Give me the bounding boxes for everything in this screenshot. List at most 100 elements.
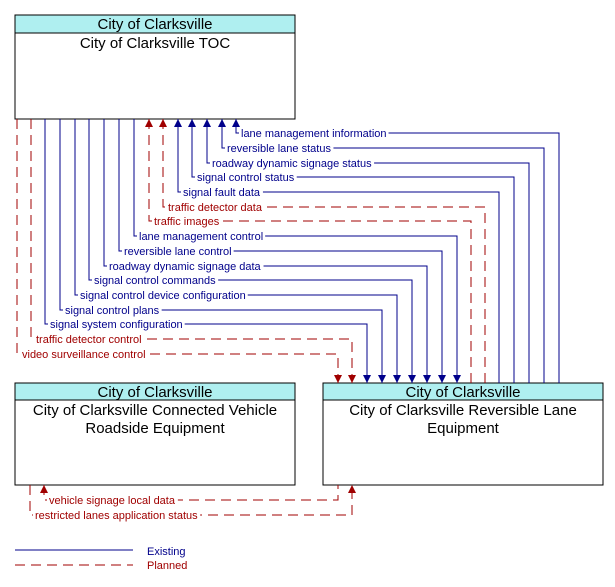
flow-label: signal control plans bbox=[65, 305, 160, 317]
flow-line bbox=[30, 119, 353, 383]
flow-line bbox=[59, 119, 383, 383]
flow-arrowhead bbox=[218, 119, 226, 127]
entity-cv: City of Clarksville City of Clarksville … bbox=[14, 382, 296, 486]
flow-arrowhead bbox=[348, 485, 356, 493]
flow-label-bg bbox=[239, 128, 389, 140]
flow-f10: roadway dynamic signage data bbox=[103, 119, 431, 383]
flow-f8: lane management control bbox=[133, 119, 461, 383]
flow-f2: reversible lane status bbox=[218, 119, 545, 383]
flow-arrowhead bbox=[453, 375, 461, 383]
flow-arrowhead bbox=[363, 375, 371, 383]
flow-label: reversible lane status bbox=[227, 143, 331, 155]
flow-label: signal control device configuration bbox=[80, 290, 246, 302]
flow-f1: lane management information bbox=[232, 119, 560, 383]
flow-label-bg bbox=[33, 510, 201, 522]
flow-line bbox=[118, 119, 443, 383]
flow-f6: traffic detector data bbox=[159, 119, 486, 383]
flow-f4: signal control status bbox=[188, 119, 515, 383]
flow-label: video surveillance control bbox=[22, 349, 146, 361]
flow-arrowhead bbox=[393, 375, 401, 383]
legend-existing-label: Existing bbox=[147, 546, 186, 558]
flow-arrowhead bbox=[438, 375, 446, 383]
flow-line bbox=[133, 119, 458, 383]
flow-f9: reversible lane control bbox=[118, 119, 446, 383]
flow-f13: signal control plans bbox=[59, 119, 386, 383]
flow-label: signal system configuration bbox=[50, 319, 183, 331]
flow-arrowhead bbox=[348, 375, 356, 383]
legend-planned-label: Planned bbox=[147, 560, 187, 572]
flow-arrowhead bbox=[145, 119, 153, 127]
flow-label: lane management control bbox=[139, 231, 263, 243]
flow-label-bg bbox=[166, 202, 265, 214]
flows-layer: lane management information reversible la… bbox=[16, 119, 560, 522]
flow-line bbox=[44, 119, 368, 383]
flow-arrowhead bbox=[423, 375, 431, 383]
flow-f15: traffic detector control bbox=[30, 119, 356, 383]
flow-line bbox=[191, 119, 515, 383]
flow-line bbox=[221, 119, 545, 383]
flow-f5: signal fault data bbox=[174, 119, 500, 383]
flow-f12: signal control device configuration bbox=[74, 119, 401, 383]
flow-arrowhead bbox=[174, 119, 182, 127]
flow-arrowhead bbox=[334, 375, 342, 383]
flow-label-bg bbox=[210, 158, 375, 170]
flow-arrowhead bbox=[203, 119, 211, 127]
flow-label: signal fault data bbox=[183, 187, 261, 199]
rl-owner: City of Clarksville bbox=[405, 384, 520, 401]
flow-label: restricted lanes application status bbox=[35, 510, 198, 522]
flow-label-bg bbox=[78, 290, 248, 302]
flow-arrowhead bbox=[232, 119, 240, 127]
flow-label-bg bbox=[195, 172, 297, 184]
flow-line bbox=[148, 119, 472, 383]
legend: Existing Planned bbox=[15, 546, 187, 572]
flow-arrowhead bbox=[159, 119, 167, 127]
flow-label-bg bbox=[48, 319, 185, 331]
flow-f14: signal system configuration bbox=[44, 119, 371, 383]
flow-f3: roadway dynamic signage status bbox=[203, 119, 530, 383]
flow-label: reversible lane control bbox=[124, 246, 232, 258]
flow-label-bg bbox=[34, 334, 144, 346]
flow-label: roadway dynamic signage status bbox=[212, 158, 372, 170]
flow-arrowhead bbox=[188, 119, 196, 127]
flow-label-bg bbox=[63, 305, 162, 317]
flow-label-bg bbox=[47, 495, 178, 507]
flow-label-bg bbox=[181, 187, 263, 199]
flow-label-bg bbox=[225, 143, 334, 155]
flow-f11: signal control commands bbox=[88, 119, 416, 383]
rl-name-line2: Equipment bbox=[427, 420, 500, 437]
flow-label-bg bbox=[152, 216, 222, 228]
entity-toc: City of Clarksville City of Clarksville … bbox=[14, 14, 296, 120]
flow-label-bg bbox=[20, 349, 148, 361]
rl-name-line1: City of Clarksville Reversible Lane bbox=[349, 402, 577, 419]
flow-line bbox=[16, 119, 339, 383]
toc-name: City of Clarksville TOC bbox=[80, 35, 230, 52]
flow-label: vehicle signage local data bbox=[49, 495, 176, 507]
flow-label-bg bbox=[92, 275, 219, 287]
flow-label: traffic images bbox=[154, 216, 220, 228]
flow-label: lane management information bbox=[241, 128, 387, 140]
flow-line bbox=[103, 119, 428, 383]
flow-line bbox=[177, 119, 500, 383]
entity-rl: City of Clarksville City of Clarksville … bbox=[322, 382, 604, 486]
flow-label: signal control status bbox=[197, 172, 295, 184]
flow-f16: video surveillance control bbox=[16, 119, 342, 383]
flow-label: roadway dynamic signage data bbox=[109, 261, 262, 273]
cv-name-line1: City of Clarksville Connected Vehicle bbox=[33, 402, 277, 419]
flow-label: traffic detector control bbox=[36, 334, 142, 346]
flow-f7: traffic images bbox=[145, 119, 472, 383]
flow-label-bg bbox=[122, 246, 234, 258]
flow-label-bg bbox=[137, 231, 266, 243]
flow-line bbox=[88, 119, 413, 383]
flow-label-bg bbox=[107, 261, 264, 273]
flow-line bbox=[162, 119, 486, 383]
flow-arrowhead bbox=[408, 375, 416, 383]
flow-f17: vehicle signage local data bbox=[40, 485, 339, 507]
flow-f18: restricted lanes application status bbox=[29, 485, 356, 522]
flow-label: signal control commands bbox=[94, 275, 216, 287]
flow-arrowhead bbox=[40, 485, 48, 493]
flow-arrowhead bbox=[378, 375, 386, 383]
cv-owner: City of Clarksville bbox=[97, 384, 212, 401]
cv-name-line2: Roadside Equipment bbox=[85, 420, 225, 437]
toc-owner: City of Clarksville bbox=[97, 16, 212, 33]
